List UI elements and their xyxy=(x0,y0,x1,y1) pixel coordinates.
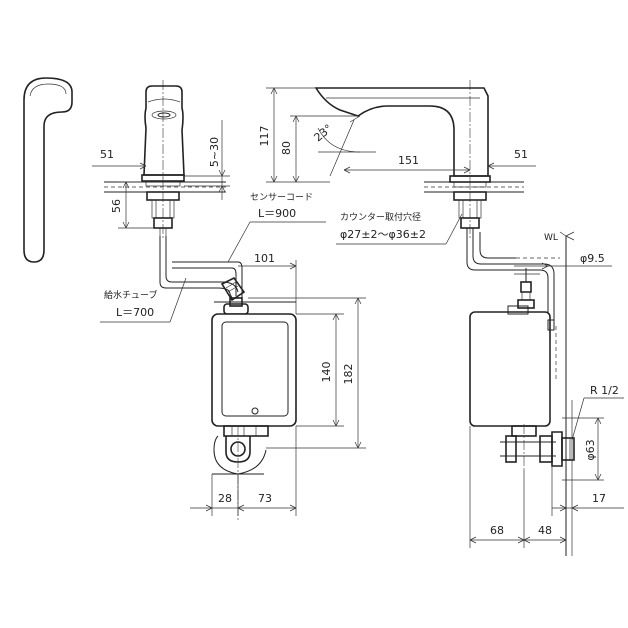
dim-51-left: 51 xyxy=(100,148,114,161)
dim-80: 80 xyxy=(280,141,293,155)
dimension-lines xyxy=(92,87,624,548)
dim-28: 28 xyxy=(218,492,232,505)
dim-56: 56 xyxy=(110,199,123,213)
dim-182: 182 xyxy=(342,364,355,385)
wl-label: WL xyxy=(544,233,558,243)
connector-side xyxy=(517,268,535,309)
faucet-front-view xyxy=(104,80,243,300)
dim-101: 101 xyxy=(254,252,275,265)
dim-17: 17 xyxy=(592,492,606,505)
dim-5-30: 5~30 xyxy=(208,137,221,167)
control-box-front xyxy=(211,301,297,520)
sensor-cord-length: L＝900 xyxy=(258,207,296,220)
dim-phi-9-5: φ9.5 xyxy=(580,252,605,265)
counter-hole-label: カウンター取付穴径 xyxy=(340,211,421,223)
supply-tube-label: 給水チューブ xyxy=(104,289,157,301)
dim-51-right: 51 xyxy=(514,148,528,161)
faucet-top-view xyxy=(23,77,73,263)
dim-117: 117 xyxy=(258,126,271,147)
dim-68: 68 xyxy=(490,524,504,537)
dim-151: 151 xyxy=(398,154,419,167)
dim-23-degrees: 23° xyxy=(312,122,335,144)
faucet-side-view xyxy=(314,80,560,330)
supply-tube-length: L＝700 xyxy=(116,306,154,319)
dim-r-1-2: R 1/2 xyxy=(590,384,619,397)
sensor-cord-label: センサーコード xyxy=(250,192,313,203)
dim-73: 73 xyxy=(258,492,272,505)
control-box-side xyxy=(469,305,575,470)
dimension-texts: 51 5~30 56 117 80 23° 151 51 101 140 182… xyxy=(100,122,619,537)
annotation-texts: センサーコード L＝900 カウンター取付穴径 φ27±2～φ36±2 給水チュ… xyxy=(104,192,426,319)
counter-hole-diameter: φ27±2～φ36±2 xyxy=(340,228,426,241)
wall-line xyxy=(559,231,575,556)
dim-phi-63: φ63 xyxy=(584,439,597,460)
dim-48: 48 xyxy=(538,524,552,537)
dim-140: 140 xyxy=(320,362,333,383)
